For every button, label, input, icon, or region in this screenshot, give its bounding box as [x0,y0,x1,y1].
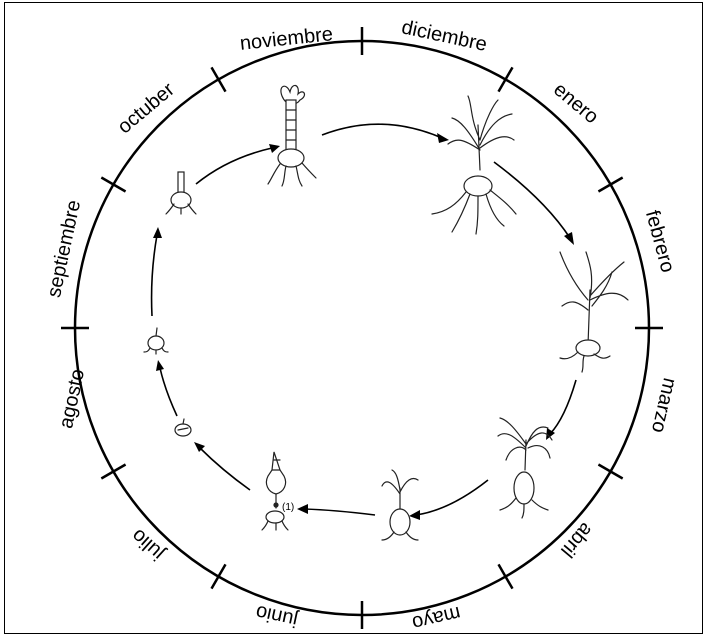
cycle-arrows [152,124,576,515]
month-label-julio: julio [127,524,169,565]
plant-stage-april [498,418,552,518]
month-tick [499,67,513,91]
cycle-arrow-feb-apr [550,380,576,434]
month-tick [598,178,622,192]
cycle-arrow-dec-feb [494,162,570,238]
cycle-arrow-sep-oct [196,148,272,184]
plant-stage-august [144,328,168,354]
month-tick [101,178,125,192]
plant-stage-november [268,85,316,186]
plant-stage-december [432,96,516,234]
cycle-arrow-jul-aug [160,368,177,416]
arrowhead-nov-dec [437,133,449,143]
arrowhead-may-jun [297,504,308,514]
cycle-arrow-nov-dec [322,124,442,138]
plant-stage-september [166,172,196,214]
month-tick [212,67,226,91]
month-tick [212,564,226,588]
plant-stage-may [382,470,418,540]
plant-stage-february [560,252,628,372]
month-label-octuber: octuber [114,78,180,138]
plant-stages: (1) [144,85,628,540]
arrowhead-sep-oct [269,144,280,153]
month-tick [101,465,125,479]
arrowhead-dec-feb [564,232,574,245]
cycle-arrow-aug-sep [152,235,157,316]
arrowhead-apr-may [409,510,420,520]
month-label-diciembre: diciembre [400,16,489,56]
arrowhead-jul-aug [156,360,164,371]
cycle-arrow-jun-jul [200,448,250,490]
cycle-arrow-may-jun [304,509,375,515]
plant-stage-july [175,419,191,436]
plant-stage-june [262,452,288,530]
month-tick [598,465,622,479]
arrowheads [153,133,574,520]
month-label-abril: abril [556,518,597,561]
note-label: (1) [282,502,294,513]
month-label-marzo: marzo [647,376,681,435]
cycle-arrow-apr-may [416,480,488,515]
month-label-junio: junio [254,601,301,632]
month-label-enero: enero [549,79,602,129]
calendar-ring [75,41,649,615]
arrowhead-aug-sep [153,227,162,238]
month-label-febrero: febrero [641,208,679,275]
month-tick [499,564,513,588]
